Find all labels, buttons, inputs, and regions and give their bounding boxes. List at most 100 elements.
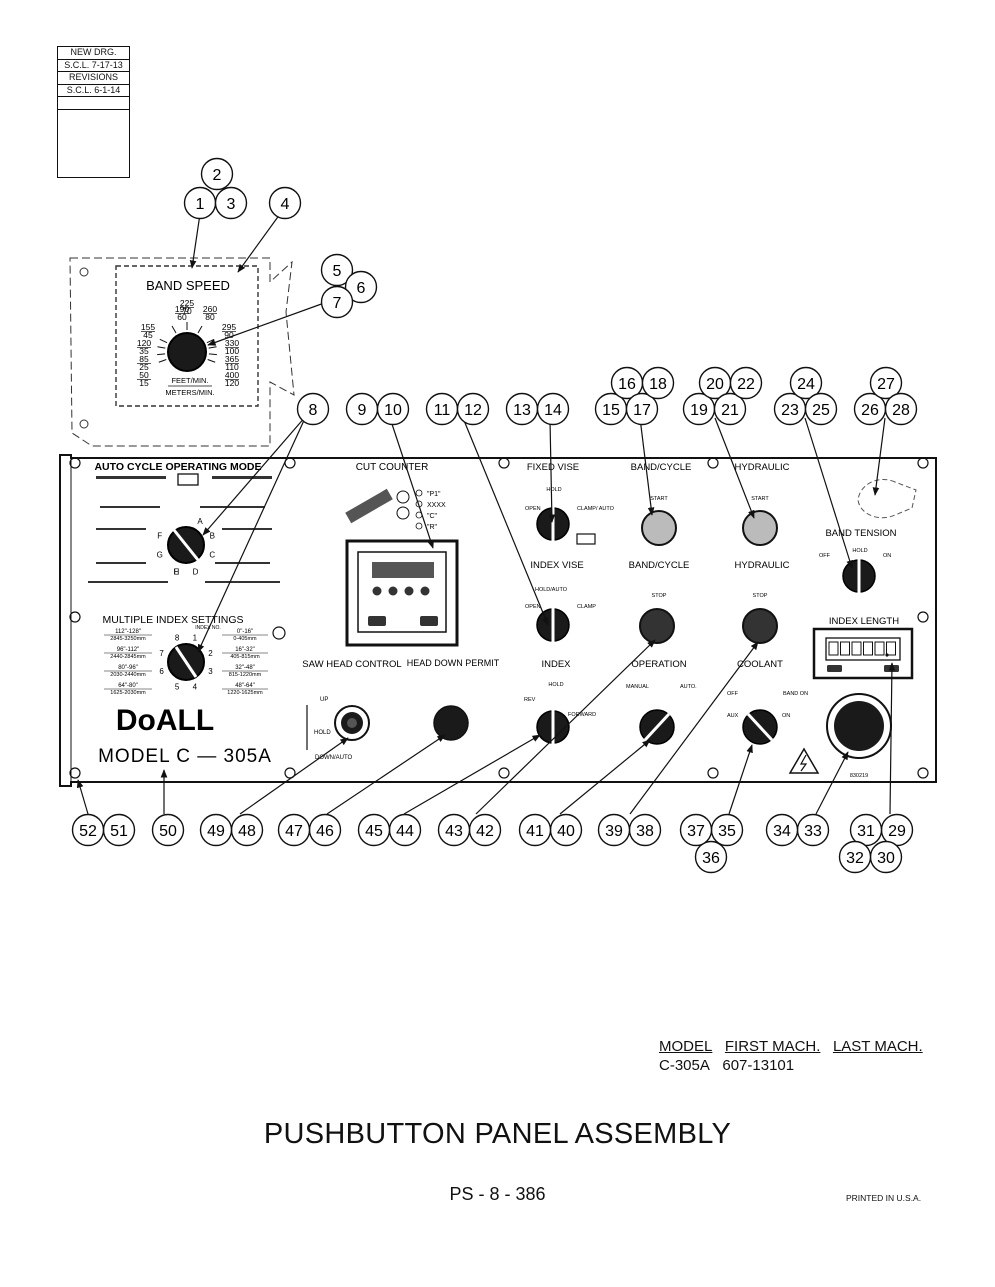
meter-value: 25 [139,362,149,372]
feet-value: 190 [175,304,189,314]
callout-circle [869,366,903,400]
band-speed-plate [69,257,295,447]
callout-number: 8 [309,402,318,419]
tension-hold-label: HOLD [852,548,867,554]
callout-number: 10 [384,402,402,419]
callout-circle [679,813,713,847]
callout-number: 41 [526,823,544,840]
callout-circle [536,392,570,426]
callout-circle [277,813,311,847]
emergency-stop-button[interactable] [834,701,884,751]
index-range-mm: 1220-1625mm [227,690,263,696]
callout-number: 9 [358,402,367,419]
callout-number: 45 [365,823,383,840]
multiple-index-title: MULTIPLE INDEX SETTINGS [103,614,244,626]
callout-number: 39 [605,823,623,840]
feet-value: 155 [141,322,155,332]
callout-number: 34 [773,823,791,840]
revision-row: NEW DRG. [58,47,129,60]
callout-number: 49 [207,823,225,840]
callout-number: 52 [79,823,97,840]
band-cycle-start-button[interactable] [641,510,677,546]
callout-number: 40 [557,823,575,840]
callout-number: 15 [602,402,620,419]
callout-number: 31 [857,823,875,840]
last-mach-header: LAST MACH. [832,1038,923,1055]
callout-number: 26 [861,402,879,419]
index-range-inches: 48"-64" [235,683,255,689]
cut-counter-button-right[interactable] [420,616,438,626]
callout-number: 30 [877,850,895,867]
index-number: 6 [159,667,164,676]
feet-value: 260 [203,304,217,314]
doall-logo: DoALL [116,704,214,737]
callout-circle [320,253,354,287]
tension-off-label: OFF [819,553,831,559]
control-panel [59,454,937,787]
model-value: C-305A [659,1057,710,1074]
callout-number: 1 [196,196,205,213]
revision-row: S.C.L. 6-1-14 [58,85,129,97]
first-mach-value: 607-13101 [722,1057,795,1074]
revision-row: REVISIONS [58,72,129,85]
callout-number: 16 [618,376,636,393]
callout-number: 43 [445,823,463,840]
callout-number: 5 [333,263,342,280]
revision-row-blank [58,97,129,110]
callout-number: 23 [781,402,799,419]
callout-circle [694,840,728,874]
hydraulic-stop-title: HYDRAULIC [735,560,790,571]
feet-value: 400 [225,370,239,380]
index-range-mm: 0-405mm [233,636,257,642]
callout-circle [597,813,631,847]
index-length-title: INDEX LENGTH [829,616,899,627]
feet-value: 225 [180,298,194,308]
model-table-row: C-305A 607-13101 [659,1056,923,1075]
callout-circle [214,186,248,220]
saw-head-up-label: UP [320,697,328,703]
electrical-hazard-icon [788,747,820,774]
mode-letter: F [157,531,162,540]
page-number: PS - 8 - 386 [449,1184,546,1204]
callout-circle [838,840,872,874]
coolant-on-label: ON [782,713,790,719]
hydraulic-start-button[interactable] [742,510,778,546]
index-number: 3 [208,667,213,676]
index-range-inches: 64"-80" [118,683,138,689]
callout-number: 14 [544,402,562,419]
cut-counter-keys[interactable] [372,586,430,596]
tension-handwheel-phantom [857,478,917,519]
coolant-title: COOLANT [737,659,783,670]
callout-number: 37 [687,823,705,840]
index-range-inches: 80"-96" [118,665,138,671]
index-number: 4 [193,682,198,691]
callout-number: 36 [702,850,720,867]
counter-mode-icons [345,488,410,524]
callout-circle [200,157,234,191]
hydraulic-start-label: START [751,496,769,502]
callout-number: 28 [892,402,910,419]
hydraulic-stop-button[interactable] [742,608,778,644]
index-length-display [825,637,901,661]
band-tension-title: BAND TENSION [825,528,896,539]
counter-mode: XXXX [427,502,446,509]
callout-circle [71,813,105,847]
band-cycle-stop-button[interactable] [639,608,675,644]
operation-title: OPERATION [631,659,686,670]
mode-letter: E [174,567,179,576]
band-speed-knob[interactable] [167,332,207,372]
head-down-permit-title: HEAD DOWN PERMIT [407,658,500,668]
feet-value: 295 [222,322,236,332]
feet-value: 330 [225,338,239,348]
cut-counter-button-left[interactable] [368,616,386,626]
index-number: 7 [159,649,164,658]
callout-number: 18 [649,376,667,393]
head-down-permit-button[interactable] [433,705,469,741]
cut-counter-display [372,562,434,578]
callout-circle [437,813,471,847]
callout-number: 4 [281,196,290,213]
plate-screw [79,419,89,429]
meter-value: 35 [139,346,149,356]
index-range-table: 112"-128"2845-3250mm0"-16"0-405mm96"-112… [104,625,268,696]
